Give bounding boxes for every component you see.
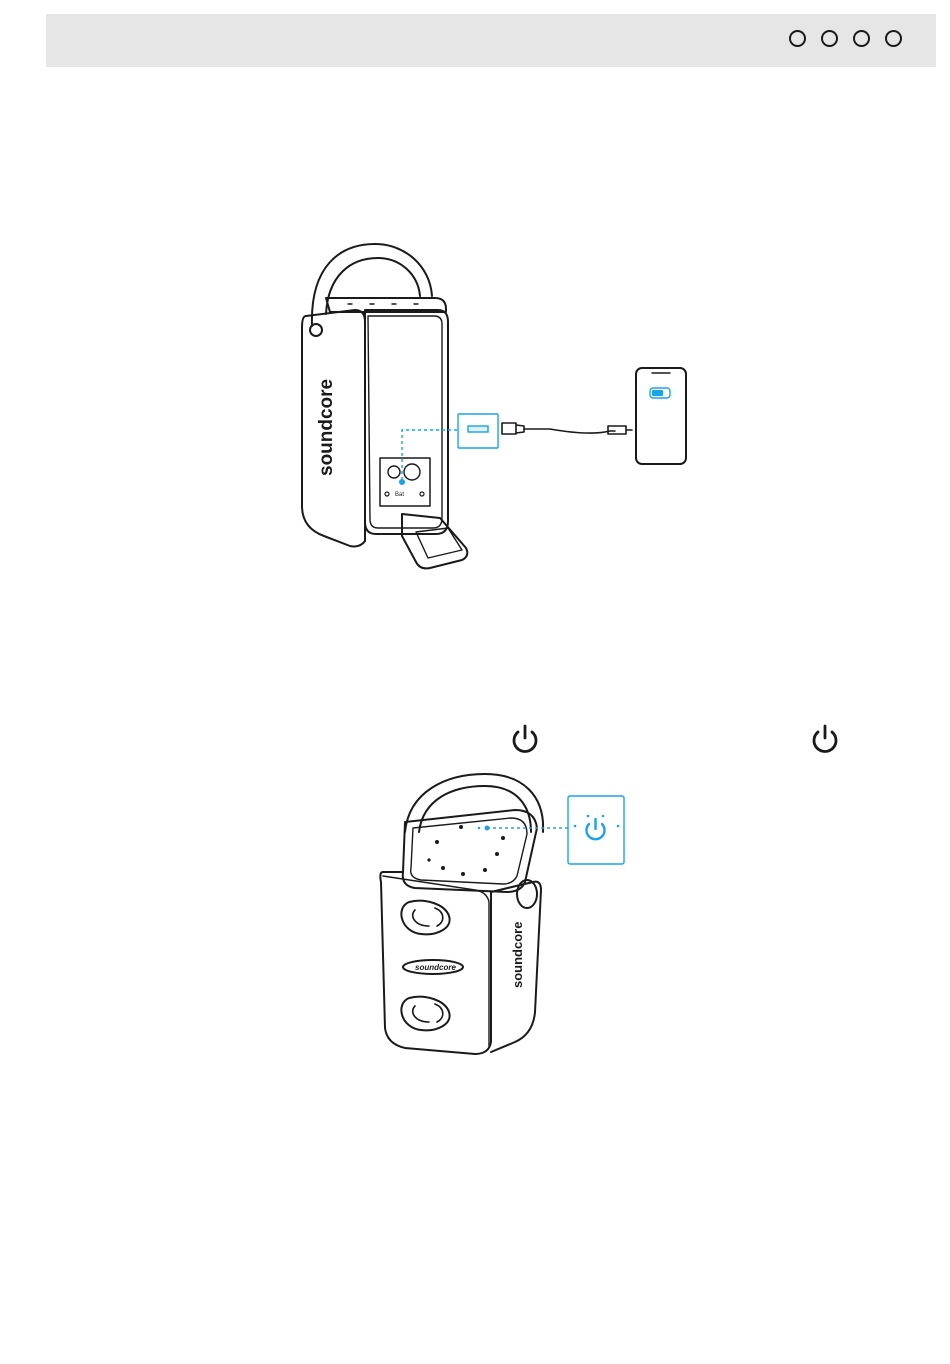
indicator-dot[interactable] <box>789 30 806 47</box>
page-indicator <box>789 30 902 47</box>
indicator-dot[interactable] <box>885 30 902 47</box>
port-label: Bat <box>395 492 404 498</box>
power-icon <box>809 723 841 757</box>
brand-label-front: soundcore <box>415 963 456 972</box>
brand-label: soundcore <box>316 379 337 476</box>
indicator-dot[interactable] <box>821 30 838 47</box>
power-on-illustration: soundcore soundcore <box>375 772 635 1062</box>
brand-label-side: soundcore <box>510 922 525 988</box>
indicator-dot[interactable] <box>853 30 870 47</box>
power-icon <box>509 723 541 757</box>
header-bar <box>46 14 936 67</box>
charging-illustration: soundcore Bat <box>290 236 710 581</box>
